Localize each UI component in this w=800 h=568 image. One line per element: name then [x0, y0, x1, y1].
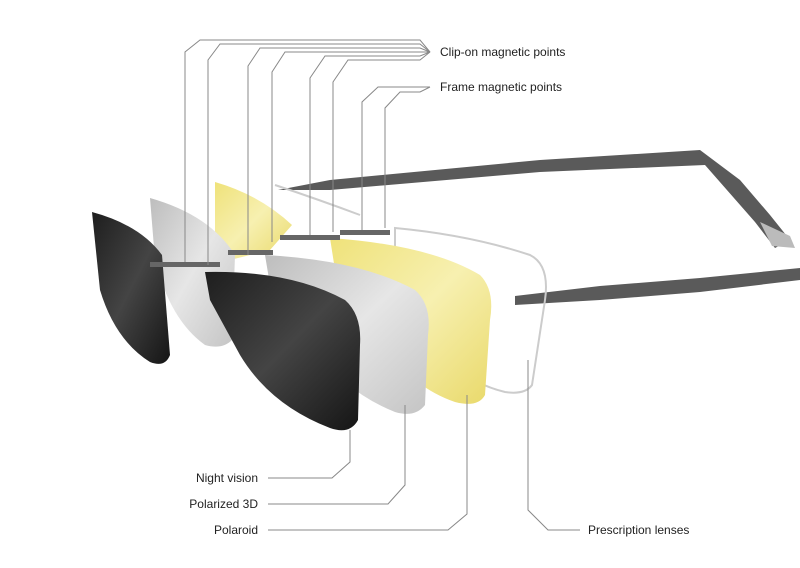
- yellow-lens-left: [215, 182, 292, 260]
- dark-lens: [205, 271, 361, 431]
- label-clip-on-magnetic-points: Clip-on magnetic points: [440, 45, 566, 59]
- label-frame-magnetic-points: Frame magnetic points: [440, 80, 563, 94]
- label-polarized-3d: Polarized 3D: [189, 497, 258, 511]
- label-prescription-lenses: Prescription lenses: [588, 523, 690, 537]
- dark-lens-left: [92, 212, 170, 364]
- label-night-vision: Night vision: [195, 471, 258, 485]
- leader-lines: [184, 39, 580, 531]
- gray-lens-left: [150, 198, 235, 347]
- label-polaroid: Polaroid: [213, 523, 258, 537]
